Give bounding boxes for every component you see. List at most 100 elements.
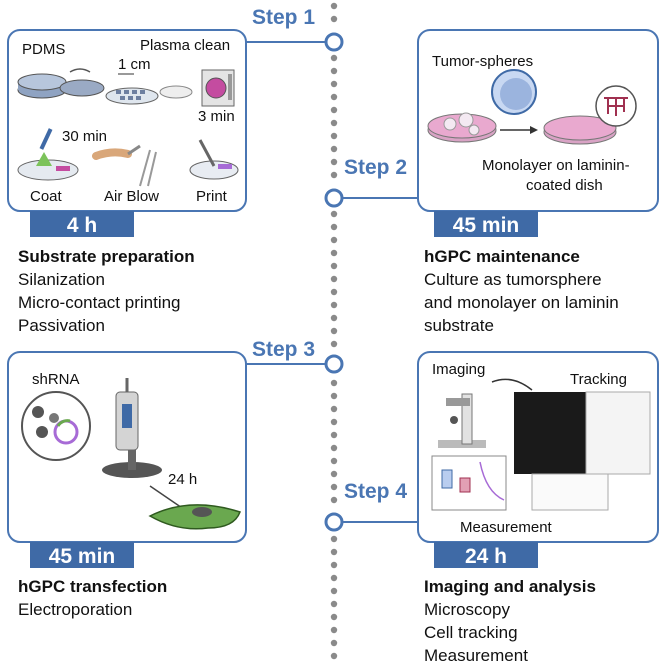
transfected-cell-icon	[148, 504, 241, 530]
pdms-stamp-icon	[17, 68, 105, 99]
timeline-dot	[330, 67, 338, 75]
timeline-dot	[330, 483, 338, 491]
step-4-duration: 24 h	[465, 545, 507, 568]
monolayer-dish-icon	[543, 85, 637, 145]
step-4-title: Imaging and analysis	[424, 577, 596, 596]
coat-label: Coat	[30, 188, 63, 205]
timeline-dot	[330, 119, 338, 127]
timeline-dot	[330, 288, 338, 296]
imaging-arrow-icon	[491, 378, 533, 391]
timeline-dot	[330, 171, 338, 179]
step-1-node	[324, 32, 344, 52]
plasmid-icon	[21, 391, 91, 461]
timeline-dot	[330, 626, 338, 634]
timeline-dot	[330, 275, 338, 283]
plasma-machine-icon	[201, 69, 235, 107]
step-4-duration-tab	[434, 542, 538, 568]
timeline-dot	[330, 652, 338, 660]
timeline-dot	[330, 223, 338, 231]
step-3-duration-tab	[30, 542, 134, 568]
monolayer-label-2: coated dish	[526, 177, 603, 194]
imaging-label: Imaging	[432, 361, 485, 378]
step-1-duration-tab	[30, 211, 134, 237]
timeline-dot	[330, 470, 338, 478]
tracking-screen-icon	[514, 391, 651, 511]
step-3-label: Step 3	[252, 338, 315, 361]
timeline-dot	[330, 639, 338, 647]
step-2-duration-tab	[434, 211, 538, 237]
air-blow-label: Air Blow	[104, 188, 159, 205]
timeline-dot	[330, 340, 338, 348]
shrna-label: shRNA	[32, 371, 80, 388]
print-label: Print	[196, 188, 228, 205]
timeline-dot	[330, 93, 338, 101]
one-cm-label: 1 cm	[118, 56, 151, 73]
timeline	[330, 2, 338, 660]
step-4-label: Step 4	[344, 480, 407, 503]
step-1-duration: 4 h	[67, 214, 97, 237]
twenty-four-h-label: 24 h	[168, 471, 197, 488]
timeline-dot	[330, 496, 338, 504]
timeline-dot	[330, 431, 338, 439]
step-4-node	[324, 512, 344, 532]
timeline-dot	[330, 2, 338, 10]
timeline-dot	[330, 80, 338, 88]
step-2-node	[324, 188, 344, 208]
step-4-detail-3: Measurement	[424, 646, 528, 664]
timeline-dot	[330, 54, 338, 62]
timeline-dot	[330, 15, 338, 23]
tumor-spheres-label: Tumor-spheres	[432, 53, 533, 70]
measurement-plot-icon	[431, 455, 507, 511]
step-2-title: hGPC maintenance	[424, 247, 580, 266]
plasma-dish-icon	[105, 73, 193, 105]
step-2-detail-1: Culture as tumorsphere	[424, 270, 602, 289]
step-4: Step 4 Imaging Tracking Measurement 24 h…	[324, 351, 659, 665]
step-1-label: Step 1	[252, 6, 315, 29]
timeline-dot	[330, 158, 338, 166]
timeline-dot	[330, 587, 338, 595]
tracking-label: Tracking	[570, 371, 627, 388]
timeline-dot	[330, 574, 338, 582]
step-3-title: hGPC transfection	[18, 577, 167, 596]
timeline-dot	[330, 379, 338, 387]
print-dish-icon	[189, 139, 239, 180]
timeline-dot	[330, 249, 338, 257]
timeline-dot	[330, 210, 338, 218]
step-3: Step 3 shRNA 24 h 45 min hGPC tran	[7, 338, 344, 619]
timeline-dot	[330, 444, 338, 452]
step-2-duration: 45 min	[453, 214, 520, 237]
timeline-dot	[330, 405, 338, 413]
air-blow-icon	[92, 144, 157, 187]
timeline-dot	[330, 600, 338, 608]
step-1-detail-3: Passivation	[18, 316, 105, 335]
timeline-dot	[330, 106, 338, 114]
step-1-detail-1: Silanization	[18, 270, 105, 289]
step-4-detail-2: Cell tracking	[424, 623, 518, 642]
monolayer-label-1: Monolayer on laminin-	[482, 157, 630, 174]
timeline-dot	[330, 327, 338, 335]
timeline-dot	[330, 418, 338, 426]
timeline-dot	[330, 613, 338, 621]
timeline-dot	[330, 314, 338, 322]
timeline-dot	[330, 236, 338, 244]
timeline-dot	[330, 301, 338, 309]
timeline-dot	[330, 392, 338, 400]
electroporator-icon	[102, 378, 162, 478]
timeline-dot	[330, 262, 338, 270]
three-min-label: 3 min	[198, 108, 235, 125]
step-1-title: Substrate preparation	[18, 247, 195, 266]
plasma-label: Plasma clean	[140, 37, 230, 54]
timeline-dot	[330, 132, 338, 140]
timeline-dot	[330, 561, 338, 569]
timeline-dot	[330, 145, 338, 153]
coat-dish-icon	[17, 128, 79, 181]
step-3-node	[324, 354, 344, 374]
pdms-label: PDMS	[22, 41, 65, 58]
step-2-detail-2: and monolayer on laminin	[424, 293, 619, 312]
tumorsphere-dish-icon	[427, 69, 537, 143]
step-2: Step 2 Tumor-spheres Monolayer on lamini…	[324, 29, 659, 335]
step-1: Step 1 PDMS Plasma clean 1 cm 30 min 3 m…	[7, 6, 344, 335]
microscope-icon	[438, 393, 486, 448]
timeline-dot	[330, 548, 338, 556]
